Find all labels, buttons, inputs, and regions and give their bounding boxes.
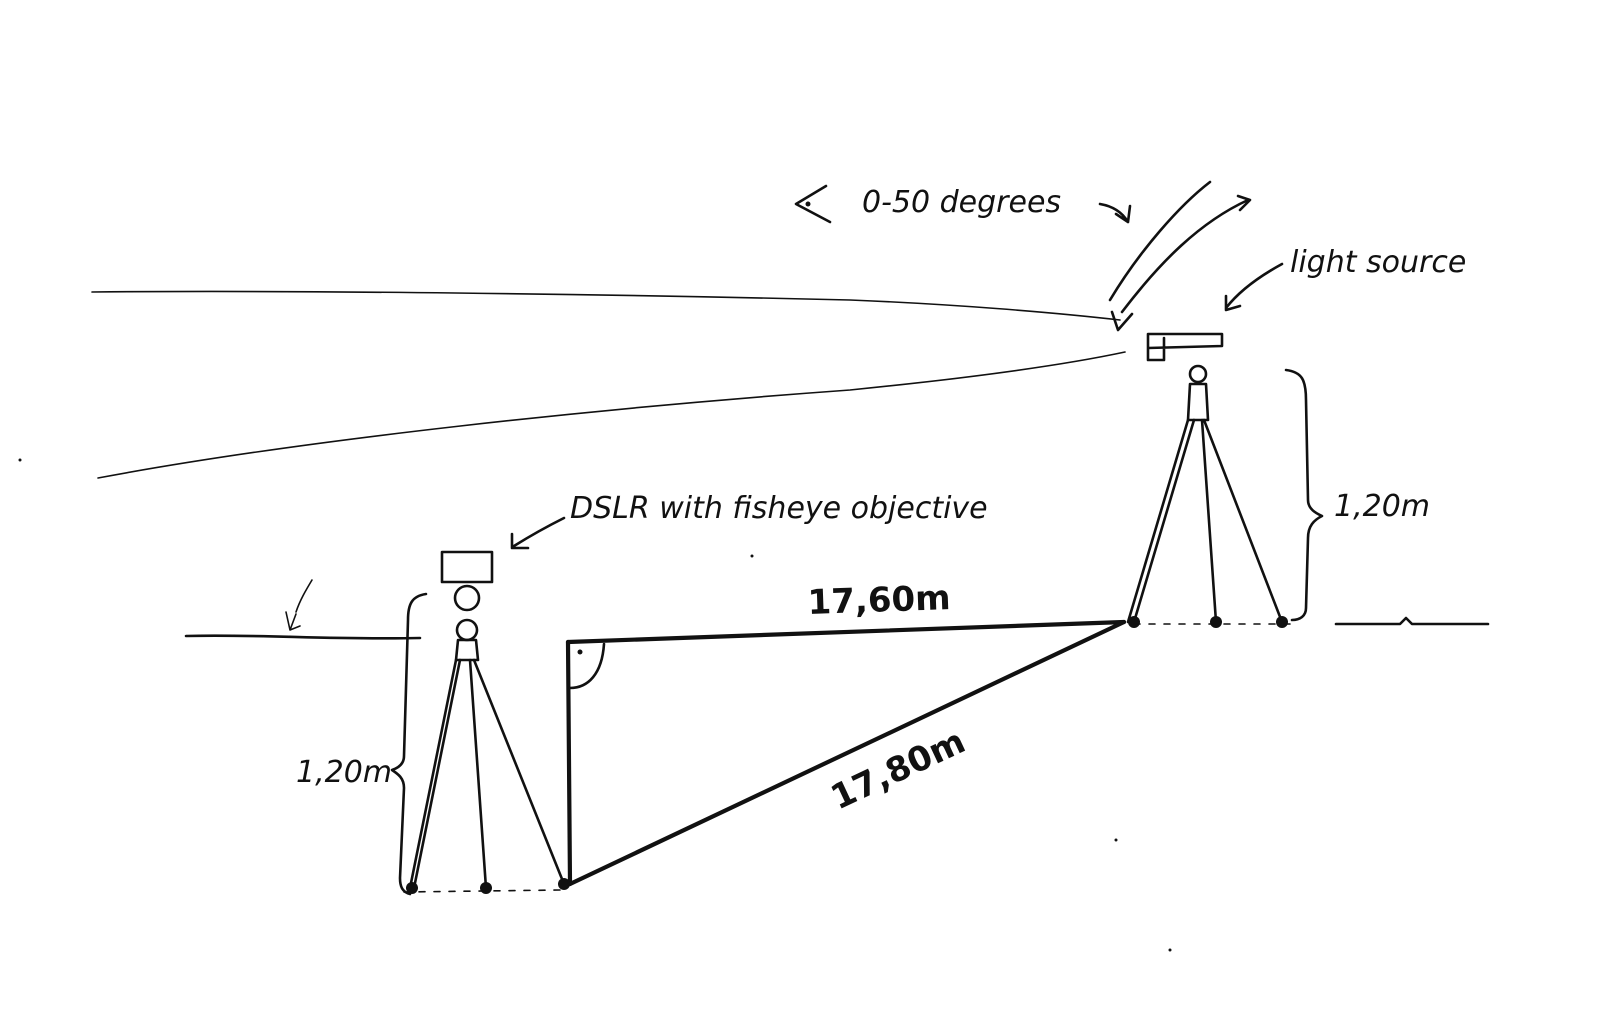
right-tripod-mount	[1186, 382, 1210, 422]
ground-distance-label: 17,60m	[807, 578, 951, 623]
ground-distance-line	[565, 619, 1127, 645]
swing-arc-inner	[1120, 194, 1252, 314]
angle-pointer-arrow	[1098, 202, 1132, 224]
height-right-label: 1,20m	[1334, 489, 1430, 524]
left-height-bracket	[390, 592, 428, 896]
ink-speck	[1114, 838, 1118, 842]
left-tripod	[390, 550, 570, 896]
left-tripod-head	[455, 618, 479, 642]
beam-upper-edge	[91, 290, 1121, 321]
angle-symbol-icon	[794, 184, 832, 224]
ground-right	[1334, 616, 1490, 626]
left-tripod-mount	[454, 638, 480, 662]
diagonal-distance-line	[567, 619, 1127, 887]
camera-pointer-arrow	[510, 516, 566, 550]
right-tripod-foot-right	[1276, 616, 1288, 628]
dslr-camera-body	[440, 550, 494, 584]
left-tripod-foot-left	[406, 882, 418, 894]
light-source-lamp	[1146, 332, 1224, 362]
ground-left	[184, 634, 422, 640]
angle-symbol-dot	[805, 201, 811, 207]
right-tripod-head	[1188, 364, 1208, 384]
swing-arrow-down	[1110, 310, 1134, 332]
left-tripod-foot-middle	[480, 882, 492, 894]
ink-speck	[18, 458, 22, 462]
height-left-label: 1,20m	[296, 755, 392, 790]
light-beam	[91, 290, 1126, 479]
right-angle-dot	[577, 649, 583, 655]
right-tripod-legs	[1126, 418, 1284, 624]
camera-fisheye-lens	[453, 584, 481, 612]
beam-lower-edge	[97, 351, 1126, 479]
camera-label: DSLR with fisheye objective	[570, 491, 988, 526]
diagonal-distance-label: 17,80m	[825, 721, 971, 818]
right-tripod-foot-middle	[1210, 616, 1222, 628]
ground-line	[184, 579, 1490, 640]
right-tripod	[1126, 332, 1324, 628]
left-tripod-foot-right	[558, 878, 570, 890]
light-source-label: light source	[1290, 245, 1466, 280]
right-angle-marker-icon	[568, 642, 606, 690]
ink-speck	[750, 554, 754, 558]
ink-speck	[1168, 948, 1172, 952]
grass-sprout-icon	[295, 579, 313, 613]
left-tripod-legs	[408, 658, 566, 890]
swing-arc-outer	[1108, 180, 1212, 302]
right-height-bracket	[1284, 368, 1324, 622]
angle-indicator	[794, 180, 1252, 332]
vertical-leg	[565, 639, 573, 887]
angle-label: 0-50 degrees	[862, 185, 1061, 220]
grass-tuft-icon	[285, 611, 301, 631]
left-tripod-ground-dash	[403, 889, 561, 893]
light-source-pointer-arrow	[1224, 262, 1284, 312]
right-tripod-foot-left	[1128, 616, 1140, 628]
measurement-triangle	[565, 619, 1127, 887]
